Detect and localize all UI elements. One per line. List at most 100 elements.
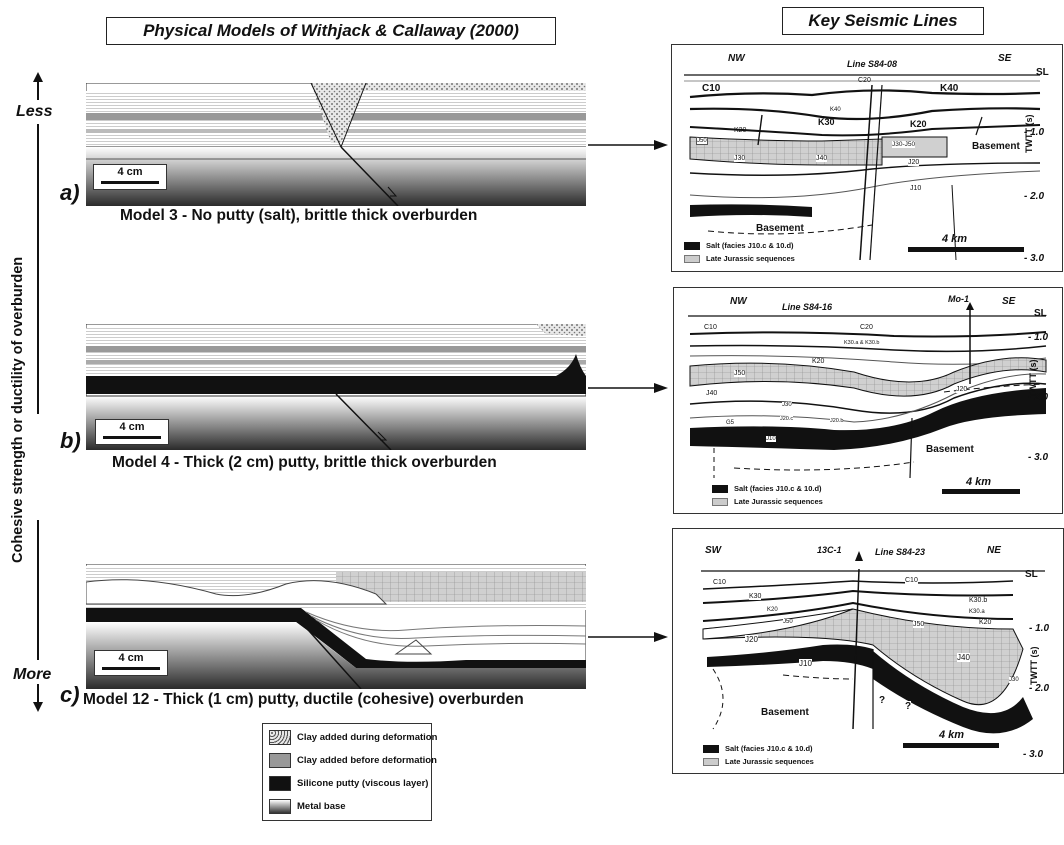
model-a-scalebar: 4 cm [93, 164, 167, 190]
direction-left: NW [728, 53, 745, 64]
unit-label: J40 [706, 390, 718, 397]
unit-label: J40 [816, 155, 828, 162]
unit-label: Basement [926, 444, 974, 455]
scale-bar [903, 743, 999, 748]
scale-label: 4 km [939, 729, 965, 741]
twtt-tick: - 2.0 [1024, 191, 1045, 202]
scale-label: 4 km [942, 233, 968, 245]
legend-salt-swatch [712, 485, 728, 493]
direction-right: SE [1002, 296, 1016, 307]
twtt-tick: - 2.0 [1028, 392, 1049, 403]
unit-label: J30 [734, 155, 746, 162]
unit-label: J30 [1009, 677, 1019, 683]
twtt-axis-label: TWTT (s) [1029, 646, 1039, 686]
direction-right: NE [987, 545, 1001, 556]
twtt-tick: - 2.0 [1029, 683, 1050, 694]
legend-item: Clay added during deformation [269, 728, 437, 746]
twtt-tick: - 3.0 [1023, 749, 1044, 760]
unit-label: K30 [818, 117, 835, 127]
unit-label: J10 [910, 185, 922, 192]
unit-label: K30 [749, 593, 762, 600]
well-name: Mo-1 [948, 294, 969, 304]
unit-label: J20.b [830, 418, 844, 424]
seismic-line-2: NW Line S84-16 Mo-1 SE SL C10 C20 K30.a … [673, 287, 1063, 514]
sea-level-label: SL [1025, 569, 1038, 580]
model-a-scale-label: 4 cm [117, 166, 143, 178]
unit-label: Basement [756, 223, 804, 234]
seismic-line-3: SW 13C-1 Line S84-23 NE SL C10 C10 K30 K… [672, 528, 1064, 774]
arrow-b [588, 381, 668, 395]
unit-label: ? [879, 695, 886, 706]
model-b-letter: b) [60, 428, 81, 453]
unit-label: J20.c [780, 416, 794, 422]
unit-label: J50 [734, 370, 746, 377]
legend-label: Clay added before deformation [297, 754, 437, 766]
left-title: Physical Models of Withjack & Callaway (… [106, 17, 556, 45]
arrow-a [588, 138, 668, 152]
gradient-swatch [269, 798, 291, 814]
twtt-tick: - 3.0 [1028, 452, 1049, 463]
twtt-tick: - 1.0 [1028, 332, 1049, 343]
scale-bar [101, 181, 159, 184]
legend-salt-label: Salt (facies J10.c & 10.d) [725, 744, 813, 753]
unit-label: J40 [957, 653, 970, 662]
unit-label: K30.b [969, 597, 988, 604]
unit-label: K20 [812, 358, 825, 365]
axis-arrow-up [31, 70, 45, 100]
unit-label: J20 [908, 159, 920, 166]
model-c-scale-label: 4 cm [118, 652, 144, 664]
twtt-tick: - 1.0 [1029, 623, 1050, 634]
legend-salt-label: Salt (facies J10.c & 10.d) [734, 484, 822, 493]
legend-jurassic-label: Late Jurassic sequences [734, 497, 823, 506]
axis-line [37, 124, 39, 414]
axis-arrow-down [31, 684, 45, 714]
sea-level-label: SL [1034, 308, 1047, 319]
unit-label: ? [905, 701, 912, 712]
legend-label: Clay added during deformation [297, 731, 438, 743]
unit-label: J30-J50 [892, 141, 916, 148]
legend-item: Metal base [269, 797, 346, 815]
models-legend: Clay added during deformation Clay added… [262, 723, 437, 821]
model-c-letter: c) [60, 682, 80, 707]
unit-label: Basement [972, 141, 1020, 152]
legend-jurassic-swatch [703, 758, 719, 766]
legend-jurassic-swatch [712, 498, 728, 506]
axis-label: Cohesive strength or ductility of overbu… [10, 256, 26, 563]
axis-less-label: Less [16, 103, 53, 120]
legend-item: Silicone putty (viscous layer) [269, 774, 428, 792]
legend-jurassic-label: Late Jurassic sequences [725, 757, 814, 766]
line-name: Line S84-16 [782, 302, 833, 312]
line-name: Line S84-08 [847, 59, 898, 69]
unit-label: G5 [726, 420, 735, 426]
unit-label: J50 [696, 137, 708, 145]
black-swatch [269, 775, 291, 791]
legend-label: Silicone putty (viscous layer) [297, 777, 429, 789]
twtt-tick: - 1.0 [1024, 127, 1045, 138]
model-b-diagram [85, 323, 587, 451]
legend-item: Clay added before deformation [269, 751, 437, 769]
unit-label: C20 [860, 324, 873, 331]
unit-label: K40 [940, 83, 959, 94]
sea-level-label: SL [1036, 67, 1049, 78]
model-c-caption: Model 12 - Thick (1 cm) putty, ductile (… [83, 691, 524, 708]
right-title: Key Seismic Lines [782, 7, 984, 35]
unit-label: K30.a [969, 609, 985, 615]
direction-right: SE [998, 53, 1012, 64]
unit-label: J30 [782, 402, 792, 408]
scale-bar [942, 489, 1020, 494]
model-b-scalebar: 4 cm [95, 419, 169, 445]
axis-more-label: More [13, 666, 52, 683]
unit-label: K40 [830, 107, 841, 113]
model-c-diagram [85, 563, 587, 690]
twtt-axis-label: TWTT (s) [1024, 114, 1034, 154]
legend-jurassic-label: Late Jurassic sequences [706, 254, 795, 263]
axis-line-lower [37, 520, 39, 660]
unit-label: C20 [858, 77, 871, 84]
legend-label: Metal base [297, 800, 346, 812]
unit-label: K20 [979, 619, 992, 626]
model-a-letter: a) [60, 180, 80, 205]
arrow-c [588, 630, 668, 644]
unit-label: C10 [905, 577, 918, 584]
model-b-scale-label: 4 cm [119, 421, 145, 433]
model-a-caption: Model 3 - No putty (salt), brittle thick… [120, 207, 478, 224]
